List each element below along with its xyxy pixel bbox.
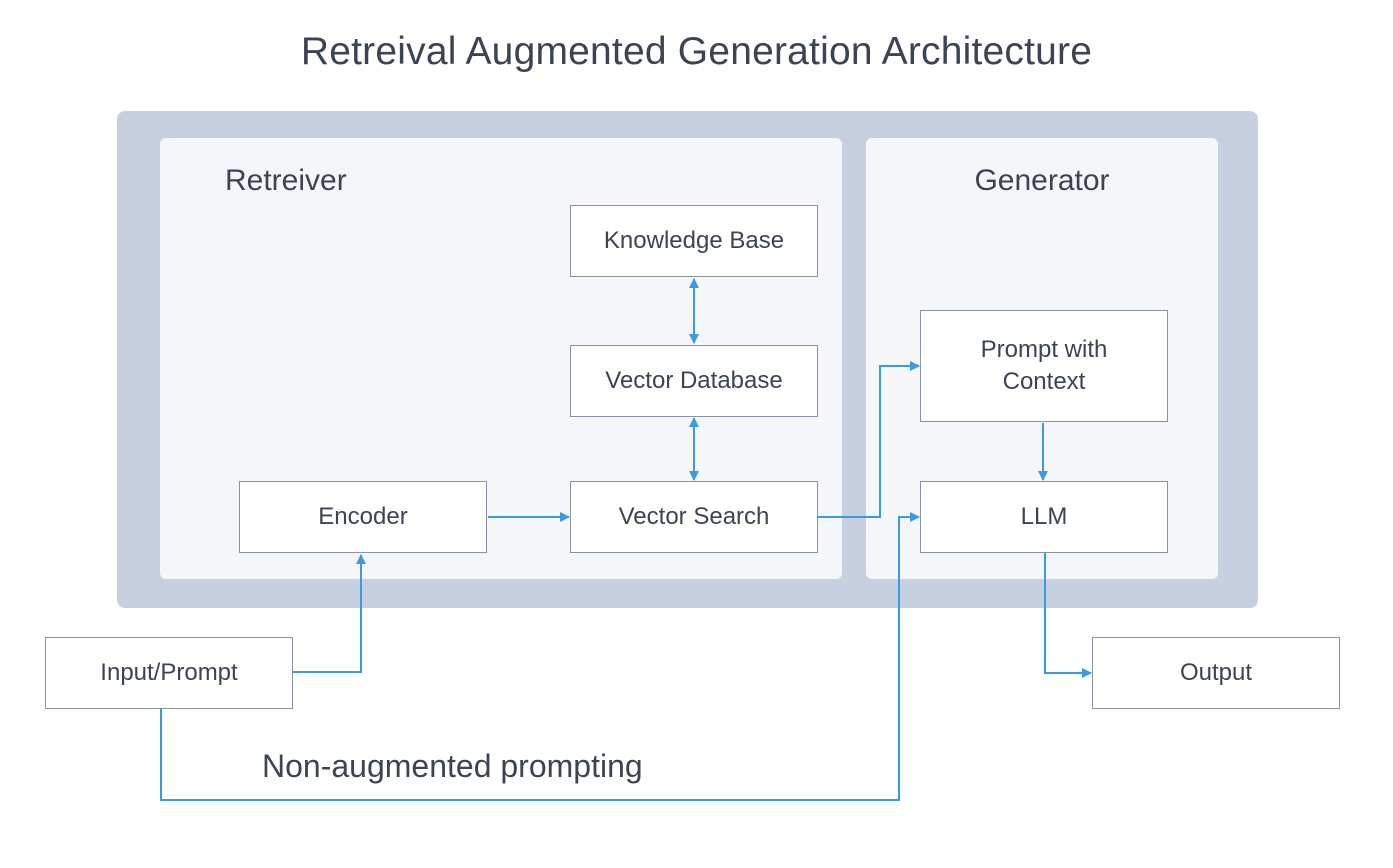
input-prompt-node: Input/Prompt xyxy=(45,637,293,709)
prompt-with-context-node: Prompt with Context xyxy=(920,310,1168,422)
generator-panel-label: Generator xyxy=(974,164,1110,197)
non-augmented-prompting-label: Non-augmented prompting xyxy=(262,748,643,784)
knowledge-base-node: Knowledge Base xyxy=(570,205,818,277)
edge-llm-output xyxy=(1044,553,1092,678)
encoder-node: Encoder xyxy=(239,481,487,553)
edge-input-prompt-encoder xyxy=(293,554,366,673)
llm-node: LLM xyxy=(920,481,1168,553)
diagram-title: Retreival Augmented Generation Architect… xyxy=(300,30,1093,73)
edge-vector-search-prompt-with-context xyxy=(818,361,920,518)
retriever-panel-label: Retreiver xyxy=(225,164,347,197)
vector-database-node: Vector Database xyxy=(570,345,818,417)
output-node: Output xyxy=(1092,637,1340,709)
vector-search-node: Vector Search xyxy=(570,481,818,553)
edge-input-prompt-llm-non-augmented xyxy=(160,512,920,801)
